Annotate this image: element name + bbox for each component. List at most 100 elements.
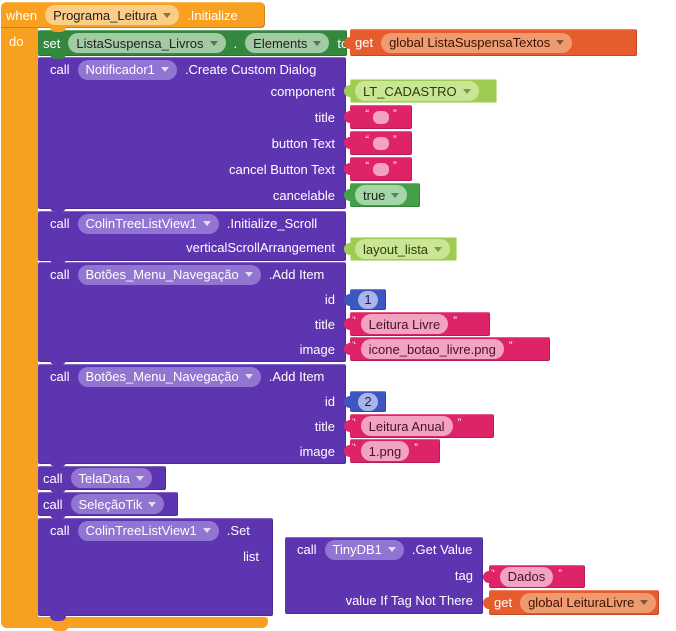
logic-dropdown[interactable]: true [355, 185, 408, 205]
cancelable-true-block[interactable]: true [344, 183, 420, 207]
call-teladata-block[interactable]: call TelaData [38, 466, 166, 490]
image-string-block[interactable]: “ 1.png ” [344, 439, 440, 463]
block-header: call TinyDB1 .Get Value [285, 537, 483, 562]
component-dropdown[interactable]: ColinTreeListView1 [77, 520, 219, 541]
param-label-title: title [314, 317, 335, 332]
component-select-dropdown[interactable]: LT_CADASTRO [355, 81, 479, 101]
chevron-down-icon [313, 40, 322, 46]
component-select-label: layout_lista [363, 241, 429, 257]
component-value-lt-cadastro[interactable]: LT_CADASTRO [344, 79, 497, 103]
component-dropdown-label: ListaSuspensa_Livros [76, 35, 204, 51]
component-select-dropdown[interactable]: layout_lista [355, 239, 451, 259]
component-dropdown[interactable]: ListaSuspensa_Livros [68, 33, 226, 53]
open-quote: “ [365, 160, 369, 172]
when-block-do-arm[interactable]: do [1, 28, 38, 617]
id-number-block[interactable]: 1 [344, 289, 386, 310]
param-label-cancel-button-text: cancel Button Text [229, 162, 335, 177]
screen-dropdown[interactable]: Programa_Leitura [45, 5, 180, 25]
component-dropdown[interactable]: ColinTreeListView1 [77, 213, 219, 234]
param-label-title: title [314, 419, 335, 434]
connector-bump [50, 53, 66, 59]
do-label: do [9, 34, 24, 49]
open-quote: “ [365, 134, 369, 146]
block-header: call ColinTreeListView1 .Initialize_Scro… [38, 211, 346, 236]
string-field[interactable]: 1.png [360, 441, 410, 461]
empty-string-field[interactable] [373, 110, 389, 124]
chevron-down-icon [387, 547, 396, 552]
procedure-dropdown[interactable]: SeleçãoTik [70, 494, 165, 514]
string-field[interactable]: Dados [499, 566, 554, 587]
method-name-label: .Set [226, 523, 250, 538]
param-label-id: id [324, 394, 335, 409]
get-keyword: get [355, 35, 374, 50]
chevron-down-icon [209, 40, 218, 46]
open-quote: “ [352, 315, 356, 327]
component-dropdown-label: Botões_Menu_Navegação [85, 267, 239, 282]
block-header: call Botões_Menu_Navegação .Add Item [38, 364, 346, 389]
param-label-list: list [243, 549, 259, 564]
title-empty-string-block[interactable]: “ ” [344, 105, 412, 129]
string-field[interactable]: icone_botao_livre.png [360, 339, 504, 359]
string-field[interactable]: Leitura Anual [360, 416, 453, 436]
arrangement-value-layout-lista[interactable]: layout_lista [344, 237, 457, 261]
get-global-listasuspensatextos-block[interactable]: get global ListaSuspensaTextos [344, 29, 637, 56]
image-string-block[interactable]: “ icone_botao_livre.png ” [344, 337, 550, 361]
string-field[interactable]: Leitura Livre [360, 314, 449, 334]
create-custom-dialog-block[interactable]: call Notificador1 .Create Custom Dialog … [38, 57, 346, 209]
add-item-1-block[interactable]: call Botões_Menu_Navegação .Add Item id … [38, 262, 346, 362]
block-header: call ColinTreeListView1 .Set [38, 518, 273, 543]
add-item-2-block[interactable]: call Botões_Menu_Navegação .Add Item id … [38, 364, 346, 464]
chevron-down-icon [640, 600, 649, 605]
chevron-down-icon [202, 528, 211, 533]
param-label-cancelable: cancelable [272, 188, 335, 203]
set-keyword: set [43, 35, 61, 51]
call-keyword: call [50, 523, 70, 538]
call-keyword: call [50, 216, 70, 231]
title-string-block[interactable]: “ Leitura Livre ” [344, 312, 490, 336]
cancel-button-text-empty-string-block[interactable]: “ ” [344, 157, 412, 181]
variable-dropdown[interactable]: global ListaSuspensaTextos [381, 32, 573, 53]
tag-string-block[interactable]: “ Dados ” [483, 565, 585, 588]
property-dropdown[interactable]: Elements [245, 33, 330, 53]
empty-string-field[interactable] [373, 136, 389, 150]
close-quote: ” [508, 340, 513, 352]
id-number-block[interactable]: 2 [344, 391, 386, 412]
tinydb-get-value-block[interactable]: call TinyDB1 .Get Value tag value If Tag… [285, 537, 483, 614]
procedure-dropdown-label: SeleçãoTik [78, 496, 143, 512]
variable-dropdown[interactable]: global LeituraLivre [520, 592, 657, 613]
component-dropdown[interactable]: TinyDB1 [324, 539, 404, 560]
connector-bump [50, 206, 66, 212]
colintree-set-block[interactable]: call ColinTreeListView1 .Set list [38, 518, 273, 616]
close-quote: ” [457, 417, 462, 429]
chevron-down-icon [556, 40, 565, 45]
call-keyword: call [50, 62, 70, 77]
component-dropdown[interactable]: Notificador1 [77, 59, 177, 80]
initialize-scroll-block[interactable]: call ColinTreeListView1 .Initialize_Scro… [38, 211, 346, 261]
close-quote: ” [393, 160, 397, 172]
title-string-block[interactable]: “ Leitura Anual ” [344, 414, 494, 438]
component-dropdown[interactable]: Botões_Menu_Navegação [77, 264, 261, 285]
button-text-empty-string-block[interactable]: “ ” [344, 131, 412, 155]
call-keyword: call [43, 496, 63, 512]
open-quote: “ [352, 340, 356, 352]
connector-bump [50, 359, 66, 365]
number-field[interactable]: 1 [358, 290, 378, 309]
close-quote: ” [453, 315, 457, 327]
open-quote: “ [365, 108, 369, 120]
when-block-foot[interactable] [1, 617, 268, 628]
procedure-dropdown[interactable]: TelaData [70, 468, 152, 488]
chevron-down-icon [244, 272, 253, 277]
method-name-label: .Create Custom Dialog [184, 62, 317, 77]
set-elements-block[interactable]: set ListaSuspensa_Livros . Elements to [38, 30, 348, 56]
procedure-dropdown-label: TelaData [78, 470, 130, 486]
connector-bump [50, 26, 66, 32]
empty-string-field[interactable] [373, 162, 389, 176]
call-selecaotik-block[interactable]: call SeleçãoTik [38, 492, 178, 516]
open-quote: “ [491, 568, 495, 580]
number-field[interactable]: 2 [358, 392, 378, 411]
param-label-tag: tag [454, 568, 473, 583]
string-value: Leitura Livre [368, 316, 441, 332]
component-dropdown[interactable]: Botões_Menu_Navegação [77, 366, 261, 387]
get-global-leituralivre-block[interactable]: get global LeituraLivre [483, 590, 659, 615]
when-event-block[interactable]: when Programa_Leitura .Initialize [1, 2, 265, 28]
